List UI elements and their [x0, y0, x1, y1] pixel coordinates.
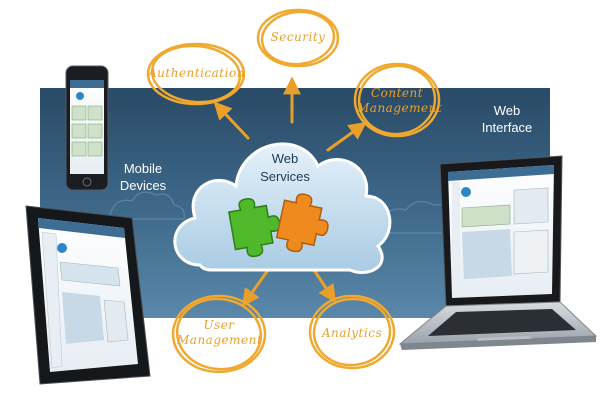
feature-analytics[interactable]: Analytics [321, 326, 383, 340]
feature-content-management[interactable]: Content Management [357, 86, 443, 115]
content-management-circle [353, 62, 441, 138]
web-services-label: Web Services [260, 151, 310, 184]
security-circle [256, 8, 340, 68]
authentication-circle [146, 42, 246, 106]
arrow-to-authentication [213, 101, 250, 140]
analytics-circle [308, 294, 396, 370]
tablet-icon [25, 205, 151, 385]
puzzle-piece-icon [227, 193, 329, 258]
feature-security[interactable]: Security [270, 30, 326, 44]
feature-authentication[interactable]: Authentication [148, 66, 245, 80]
arrow-to-content-management [326, 121, 367, 152]
mobile-devices-label: Mobile Devices [119, 161, 167, 193]
smartphone-icon [65, 65, 109, 191]
web-interface-label: Web Interface [481, 103, 533, 135]
feature-circles [146, 8, 441, 374]
feature-user-management[interactable]: User Management [177, 318, 263, 347]
user-management-circle [171, 294, 267, 374]
arrow-to-user-management [241, 268, 270, 307]
laptop-icon [398, 155, 598, 350]
arrow-to-analytics [312, 268, 336, 303]
connector-arrows [213, 76, 367, 307]
